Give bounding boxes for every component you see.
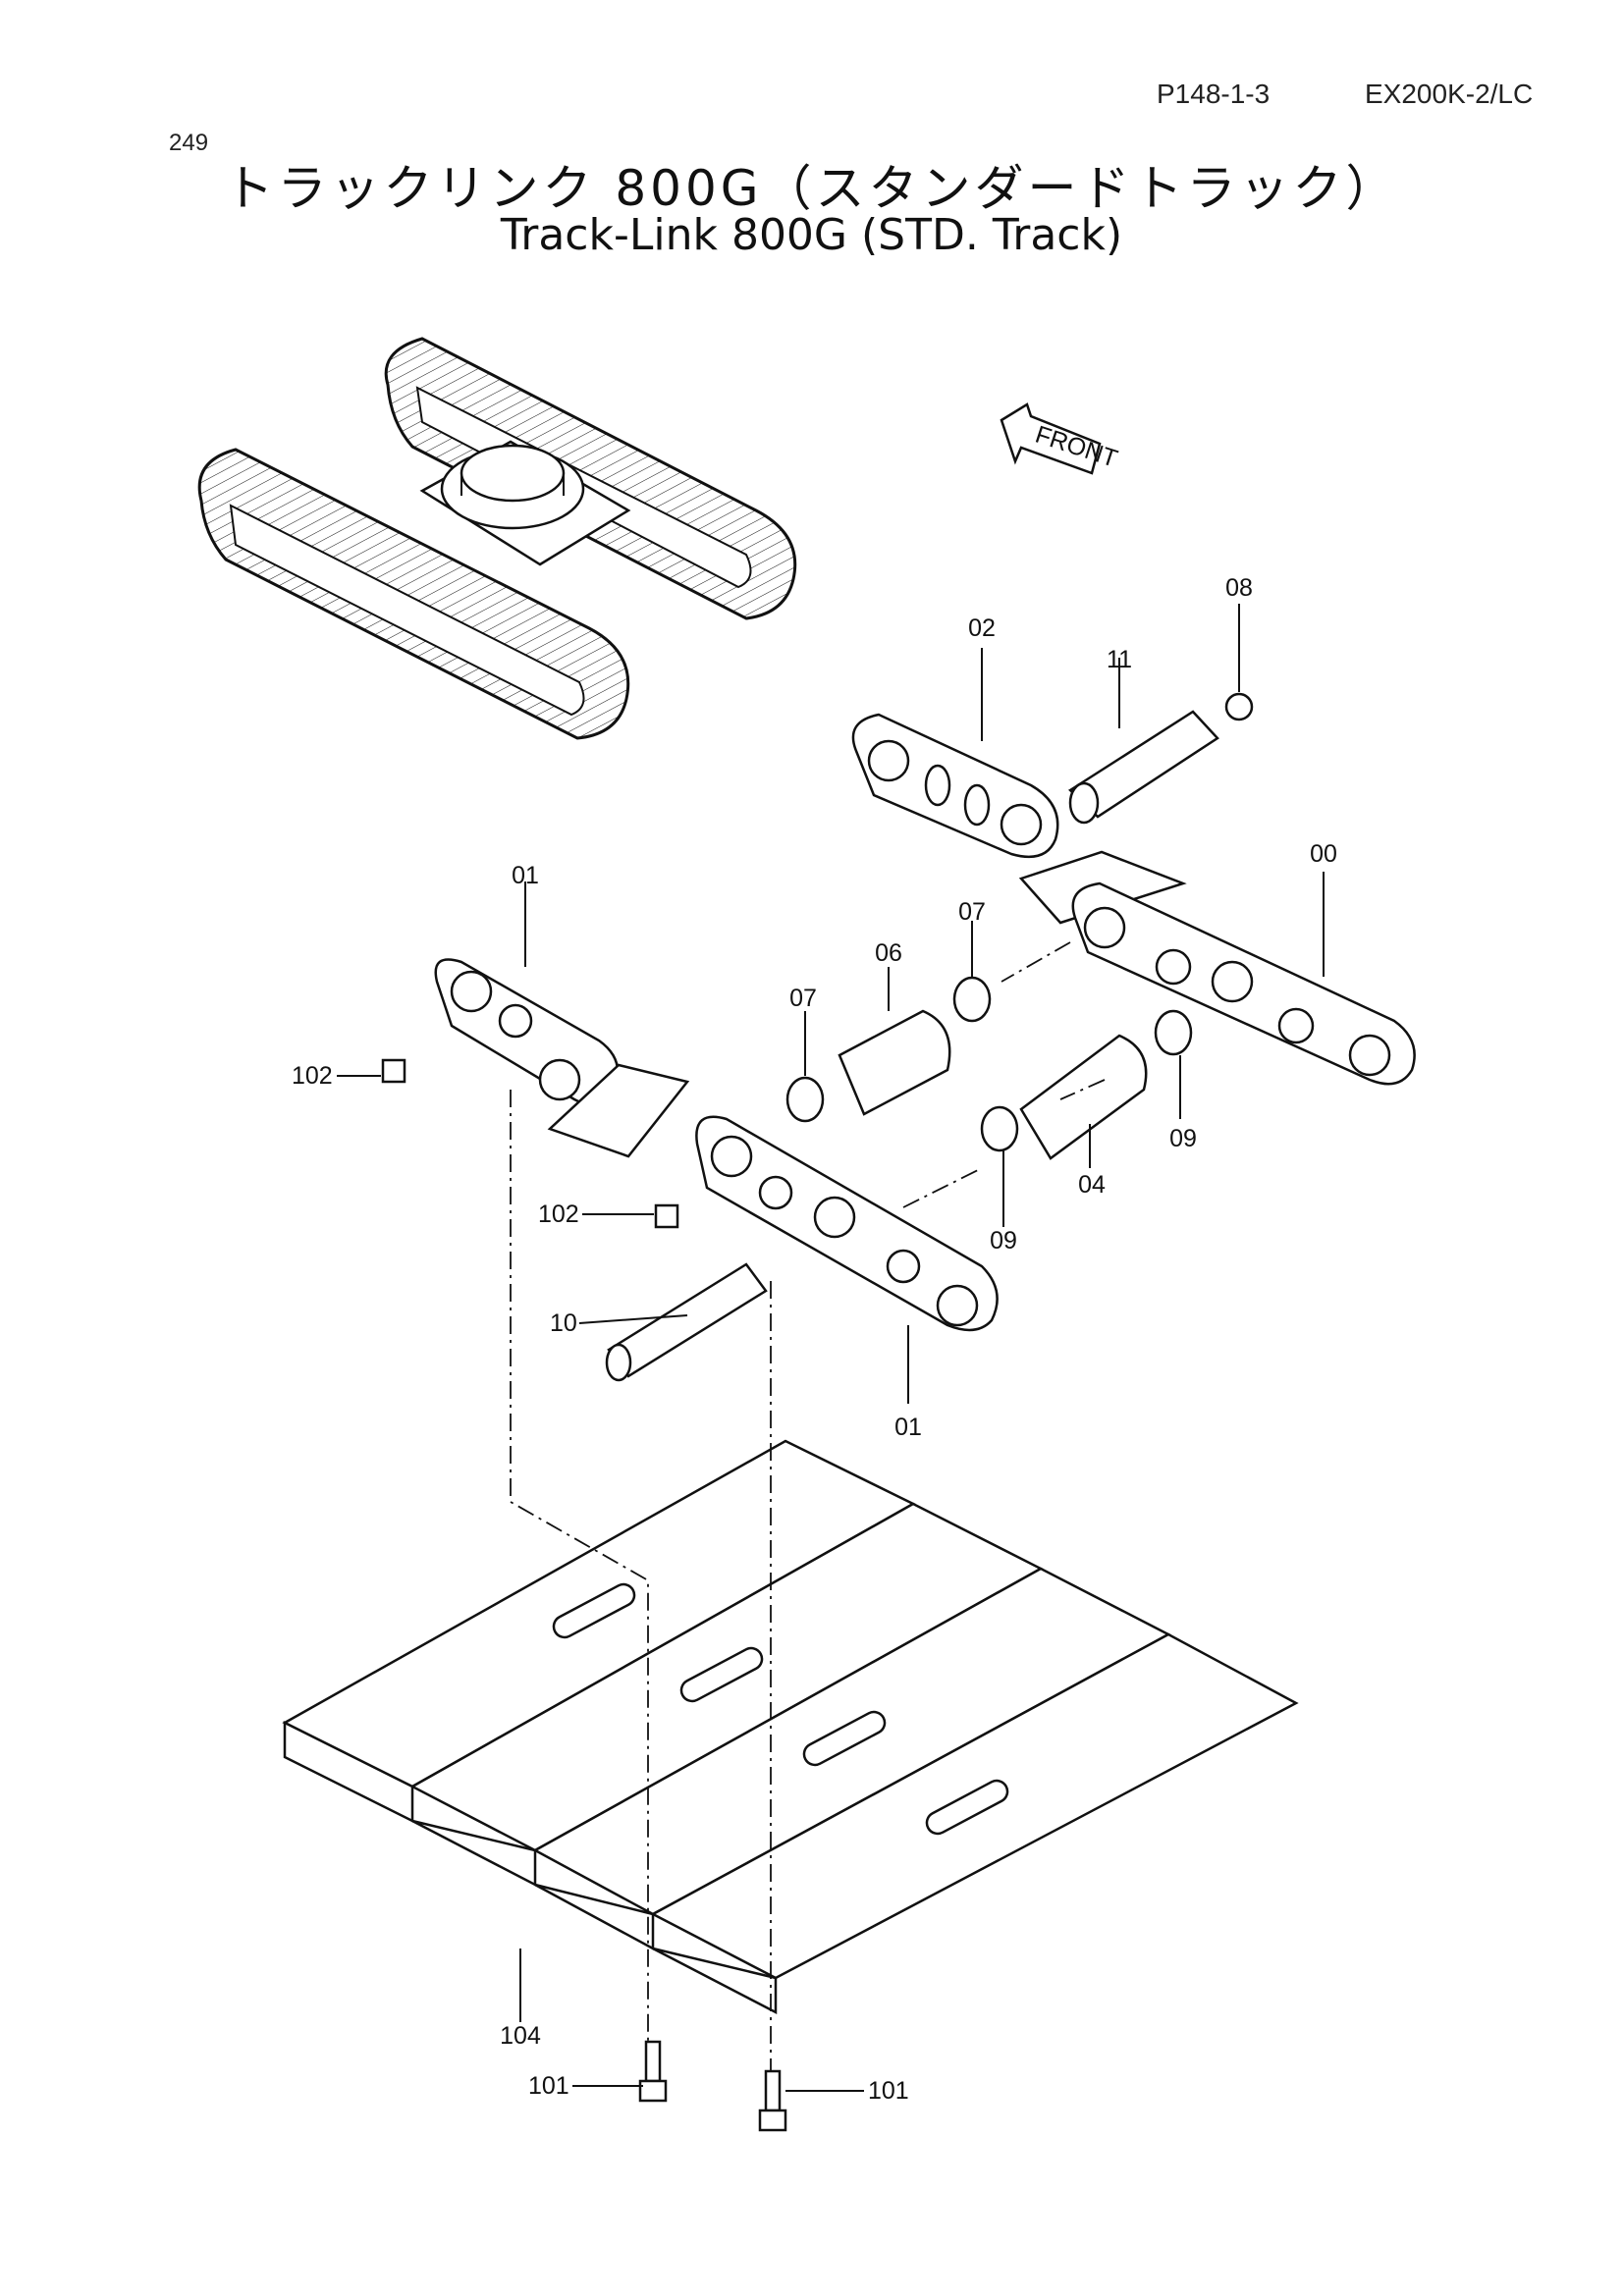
part-08-retaining-ring	[1224, 692, 1254, 721]
part-10-track-pin	[605, 1262, 768, 1382]
page-code: P148-1-3	[1157, 79, 1271, 109]
part-01-shadow-plate	[547, 1063, 690, 1158]
callout-102-center: 102	[538, 1201, 579, 1228]
part-09-seal-a	[1154, 1009, 1193, 1056]
title-japanese: トラックリンク 800G（スタンダードトラック）	[224, 160, 1399, 217]
track-shoes-104	[282, 1439, 1299, 2015]
part-11-master-pin	[1067, 710, 1219, 825]
callout-104: 104	[500, 2022, 541, 2050]
page-number: 249	[169, 130, 209, 156]
callout-07-upper: 07	[958, 898, 986, 926]
callout-11: 11	[1107, 646, 1132, 673]
callout-101-right: 101	[868, 2077, 909, 2105]
callout-06: 06	[875, 939, 902, 967]
callout-09-center: 09	[990, 1227, 1017, 1255]
callout-02: 02	[968, 614, 996, 642]
part-07-seal-a	[952, 976, 992, 1023]
part-00-link-assembly	[1071, 881, 1416, 1086]
part-01-link-left	[434, 958, 620, 1106]
callout-101-left: 101	[528, 2072, 569, 2100]
part-07-seal-b	[785, 1076, 825, 1123]
leader-lines	[337, 604, 1325, 2092]
undercarriage-overview-illustration	[197, 337, 797, 740]
part-04-bushing	[1019, 1034, 1148, 1160]
model-number: EX200K-2/LC	[1365, 79, 1534, 109]
alignment-dashed-lines	[510, 941, 1106, 2071]
part-09-seal-b	[980, 1105, 1019, 1152]
part-101-bolt-b-head	[758, 2109, 787, 2132]
part-01-link-center	[695, 1115, 999, 1332]
callout-01-center: 01	[894, 1414, 922, 1441]
callout-00: 00	[1310, 840, 1337, 868]
part-101-bolt-a-head	[638, 2079, 668, 2103]
callout-08: 08	[1225, 574, 1253, 602]
part-101-bolt-b	[764, 2069, 782, 2112]
callout-01-left: 01	[512, 862, 539, 889]
callout-04: 04	[1078, 1171, 1106, 1199]
front-direction-arrow: FRONT	[1000, 402, 1121, 475]
part-02-master-link	[851, 713, 1059, 859]
part-102-nut-b	[654, 1203, 679, 1229]
callout-09-right: 09	[1169, 1125, 1197, 1152]
title-english: Track-Link 800G (STD. Track)	[500, 210, 1123, 260]
part-06-bushing	[838, 1009, 951, 1116]
part-102-nut-a	[381, 1058, 406, 1084]
callout-07-lower: 07	[789, 985, 817, 1012]
part-101-bolt-a	[644, 2040, 662, 2083]
callout-102-left: 102	[292, 1062, 333, 1090]
callout-10: 10	[550, 1309, 577, 1337]
